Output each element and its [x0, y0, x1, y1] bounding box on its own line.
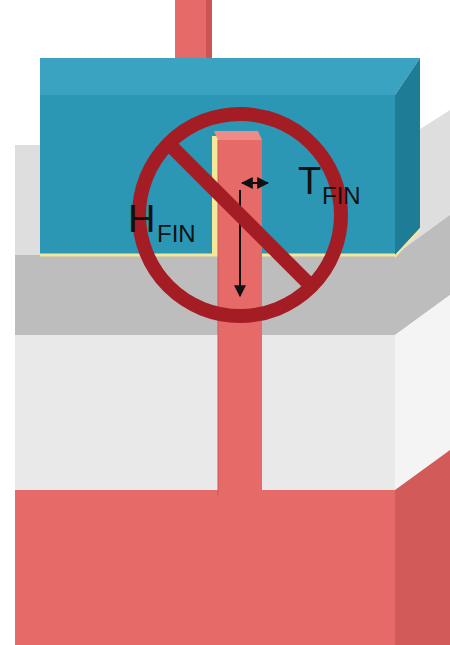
tfin-arrow — [242, 182, 268, 184]
dimension-symbol: H — [128, 200, 155, 238]
gate-side — [395, 58, 420, 255]
substrate-side — [395, 450, 450, 645]
dimension-symbol: T — [298, 162, 321, 200]
dimension-subscript: FIN — [157, 222, 196, 246]
substrate-front — [15, 490, 395, 645]
prohibition-slash — [169, 144, 311, 286]
gate-top — [40, 58, 420, 95]
gate-dielectric-side — [395, 228, 420, 258]
fin-top — [214, 131, 262, 140]
prohibition-circle — [139, 114, 341, 316]
dimension-subscript: FIN — [322, 184, 361, 208]
oxide-front — [15, 335, 395, 490]
